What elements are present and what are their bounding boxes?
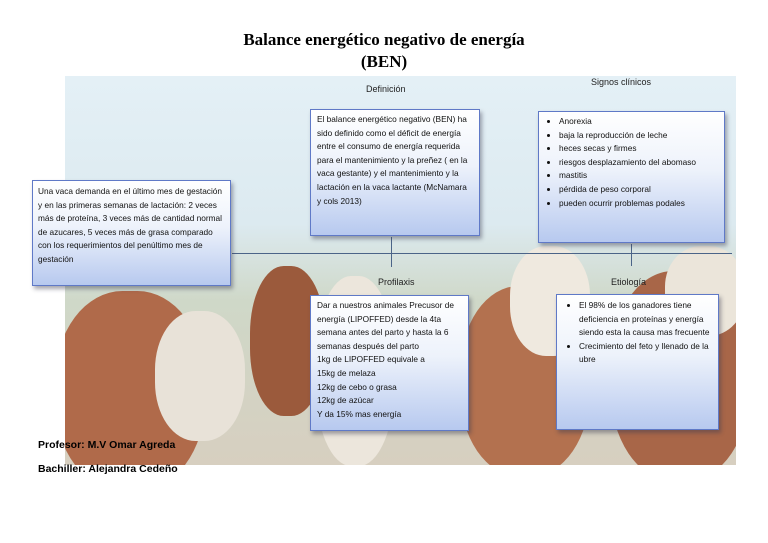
lactacion-box: Una vaca demanda en el último mes de ges… bbox=[32, 180, 231, 286]
label-definicion: Definición bbox=[366, 84, 406, 94]
profilaxis-box: Dar a nuestros animales Precusor de ener… bbox=[310, 295, 469, 431]
page-title-line2: (BEN) bbox=[360, 52, 408, 71]
profilaxis-line: 12kg de cebo o grasa bbox=[317, 381, 397, 392]
label-signos-clinicos: Signos clínicos bbox=[591, 77, 652, 87]
lactacion-text: Una vaca demanda en el último mes de ges… bbox=[38, 186, 223, 264]
profilaxis-line: Y da 15% mas energía bbox=[317, 408, 402, 419]
profilaxis-line: 15kg de melaza bbox=[317, 367, 376, 378]
etiologia-item: Crecimiento del feto y llenado de la ubr… bbox=[579, 340, 712, 367]
cow-shape bbox=[155, 311, 245, 441]
page-title-line1: Balance energético negativo de energía bbox=[243, 30, 525, 49]
profilaxis-line: Dar a nuestros animales Precusor de ener… bbox=[317, 300, 454, 351]
signos-item: riesgos desplazamiento del abomaso bbox=[559, 156, 720, 170]
definicion-box: El balance energético negativo (BEN) ha … bbox=[310, 109, 480, 236]
main-horizontal-line bbox=[232, 253, 732, 254]
etiologia-item: El 98% de los ganadores tiene deficienci… bbox=[579, 299, 712, 340]
definicion-text: El balance energético negativo (BEN) ha … bbox=[317, 114, 468, 206]
signos-item: heces secas y firmes bbox=[559, 142, 720, 156]
etiologia-list: El 98% de los ganadores tiene deficienci… bbox=[563, 299, 712, 367]
bachiller-credit: Bachiller: Alejandra Cedeño bbox=[38, 463, 178, 475]
signos-item: mastitis bbox=[559, 169, 720, 183]
label-profilaxis: Profilaxis bbox=[378, 277, 415, 287]
profesor-credit: Profesor: M.V Omar Agreda bbox=[38, 439, 176, 451]
definicion-connector bbox=[391, 237, 392, 253]
signos-item: pérdida de peso corporal bbox=[559, 183, 720, 197]
profilaxis-line: 1kg de LIPOFFED equivale a bbox=[317, 354, 425, 365]
signos-item: Anorexia bbox=[559, 115, 720, 129]
signos-item: pueden ocurrir problemas podales bbox=[559, 197, 720, 211]
label-etiologia: Etiología bbox=[611, 277, 647, 287]
profilaxis-line: 12kg de azúcar bbox=[317, 395, 374, 406]
signos-list: Anorexia baja la reproducción de leche h… bbox=[543, 115, 720, 210]
signos-item: baja la reproducción de leche bbox=[559, 129, 720, 143]
profilaxis-connector bbox=[391, 253, 392, 267]
etiologia-connector bbox=[631, 244, 632, 266]
signos-clinicos-box: Anorexia baja la reproducción de leche h… bbox=[538, 111, 725, 243]
etiologia-box: El 98% de los ganadores tiene deficienci… bbox=[556, 294, 719, 430]
